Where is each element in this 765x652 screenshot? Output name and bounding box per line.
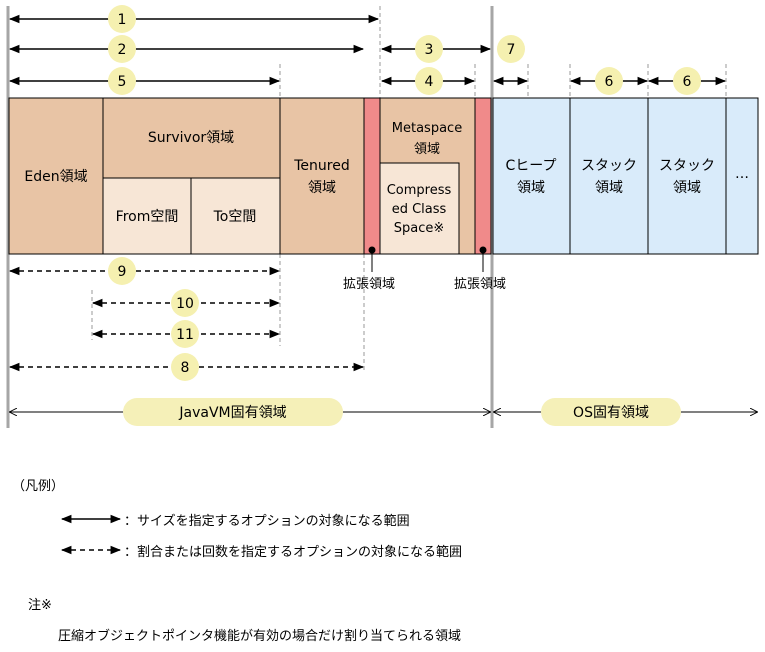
badge-11: 11 <box>171 320 199 348</box>
from-space-label: From空間 <box>116 209 179 225</box>
badge-6a: 6 <box>595 67 623 95</box>
badge-10: 10 <box>171 289 199 317</box>
note-text: 圧縮オブジェクトポインタ機能が有効の場合だけ割り当てられる領域 <box>58 629 462 644</box>
compressed-label-line1: Compress <box>387 183 452 198</box>
survivor-label: Survivor領域 <box>148 129 234 146</box>
svg-text:6: 6 <box>683 74 692 90</box>
badge-1: 1 <box>108 5 136 33</box>
badge-5: 5 <box>108 67 136 95</box>
tenured-block <box>279 97 365 255</box>
c-heap-label-line2: 領域 <box>517 179 545 196</box>
from-space-block <box>102 177 192 255</box>
c-heap-label-line1: Cヒープ <box>506 158 557 174</box>
javavm-area-pill <box>123 398 343 426</box>
svg-text:4: 4 <box>425 74 434 90</box>
svg-text:1: 1 <box>118 12 127 28</box>
metaspace-label-line2: 領域 <box>414 141 440 157</box>
metaspace-extension-block <box>474 97 492 255</box>
badge-3: 3 <box>415 35 443 63</box>
svg-text:11: 11 <box>176 327 194 343</box>
extension-marker-2 <box>479 246 487 254</box>
os-area-label: OS固有領域 <box>573 404 649 421</box>
eden-label: Eden領域 <box>24 168 87 185</box>
badge-9: 9 <box>108 257 136 285</box>
c-heap-block <box>492 97 571 255</box>
more-ellipsis: … <box>735 166 749 182</box>
extension-label-1: 拡張領域 <box>343 276 395 292</box>
stack1-label-line2: 領域 <box>595 179 623 196</box>
tenured-label-line1: Tenured <box>293 158 349 174</box>
legend-dashed-text: ：割合または回数を指定するオプションの対象になる範囲 <box>124 545 463 560</box>
tenured-label-line2: 領域 <box>308 179 336 196</box>
compressed-label-line2: ed Class <box>392 202 447 217</box>
to-space-block <box>190 177 281 255</box>
compressed-label-line3: Space※ <box>394 221 445 236</box>
javavm-area-label: JavaVM固有領域 <box>178 404 286 421</box>
svg-text:6: 6 <box>605 74 614 90</box>
stack1-label-line1: スタック <box>581 158 637 174</box>
badge-4: 4 <box>415 67 443 95</box>
legend-title: （凡例） <box>12 479 65 494</box>
note-title: 注※ <box>28 598 52 613</box>
stack2-label-line1: スタック <box>659 158 715 174</box>
ratio-option-arrows <box>8 266 365 372</box>
stack-block-2 <box>647 97 727 255</box>
svg-text:10: 10 <box>176 296 194 312</box>
svg-text:3: 3 <box>425 42 434 58</box>
badge-6b: 6 <box>673 67 701 95</box>
legend-solid-text: ：サイズを指定するオプションの対象になる範囲 <box>124 514 410 529</box>
stack-block-1 <box>569 97 649 255</box>
extension-label-2: 拡張領域 <box>454 276 506 292</box>
compressed-class-space-block <box>379 162 460 255</box>
extension-marker-1 <box>368 246 376 254</box>
tenured-extension-block <box>363 97 381 255</box>
metaspace-label-line1: Metaspace <box>392 121 462 136</box>
to-space-label: To空間 <box>213 209 257 225</box>
svg-text:2: 2 <box>118 42 127 58</box>
badge-7: 7 <box>497 35 525 63</box>
stack2-label-line2: 領域 <box>673 179 701 196</box>
badge-2: 2 <box>108 35 136 63</box>
svg-text:7: 7 <box>507 42 516 58</box>
more-block <box>725 97 759 255</box>
svg-text:9: 9 <box>118 264 127 280</box>
eden-block <box>8 97 104 255</box>
svg-text:8: 8 <box>181 360 190 376</box>
svg-text:5: 5 <box>118 74 127 90</box>
os-area-pill <box>541 398 681 426</box>
badge-8: 8 <box>171 353 199 381</box>
